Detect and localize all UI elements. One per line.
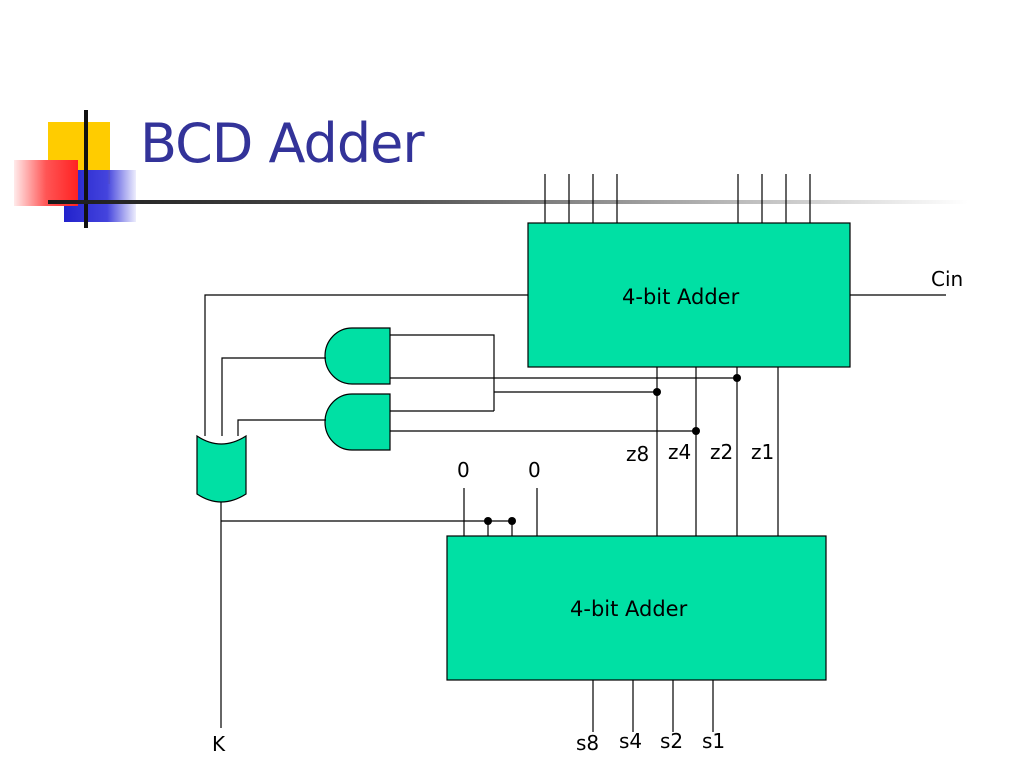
cin-label: Cin bbox=[931, 267, 963, 291]
s8-label: s8 bbox=[576, 731, 599, 755]
k-label: K bbox=[212, 732, 226, 756]
and-bottom-output-wire bbox=[237, 419, 326, 436]
s2-label: s2 bbox=[660, 729, 683, 753]
carry-out-wire bbox=[204, 294, 528, 436]
junction-dot-correction-1 bbox=[508, 517, 516, 525]
s1-label: s1 bbox=[702, 729, 725, 753]
and-top-input-a bbox=[390, 334, 495, 411]
z2-label: z2 bbox=[710, 440, 733, 464]
logo-vertical-line bbox=[84, 110, 88, 228]
z4-label: z4 bbox=[668, 440, 691, 464]
and-gate-bottom bbox=[324, 393, 391, 451]
and-gate-top bbox=[324, 327, 391, 385]
junction-dot-z8 bbox=[653, 388, 661, 396]
junction-dot-correction-2 bbox=[484, 517, 492, 525]
page-title: BCD Adder bbox=[140, 112, 425, 175]
logo-red-square bbox=[14, 160, 78, 206]
junction-dot-z4 bbox=[692, 427, 700, 435]
top-adder-input-wires bbox=[544, 174, 811, 223]
top-4bit-adder-block bbox=[527, 222, 851, 368]
and-top-output-wire bbox=[221, 357, 326, 436]
top-adder-label: 4-bit Adder bbox=[622, 285, 740, 309]
z1-label: z1 bbox=[751, 440, 774, 464]
s4-label: s4 bbox=[619, 729, 642, 753]
junction-dot-z2 bbox=[733, 374, 741, 382]
zero-label-2: 0 bbox=[528, 458, 541, 482]
or-gate bbox=[196, 434, 247, 503]
title-underline bbox=[48, 200, 968, 204]
bottom-adder-label: 4-bit Adder bbox=[570, 597, 688, 621]
zero-label-1: 0 bbox=[457, 458, 470, 482]
bottom-4bit-adder-block bbox=[446, 535, 827, 681]
z8-label: z8 bbox=[626, 442, 649, 466]
